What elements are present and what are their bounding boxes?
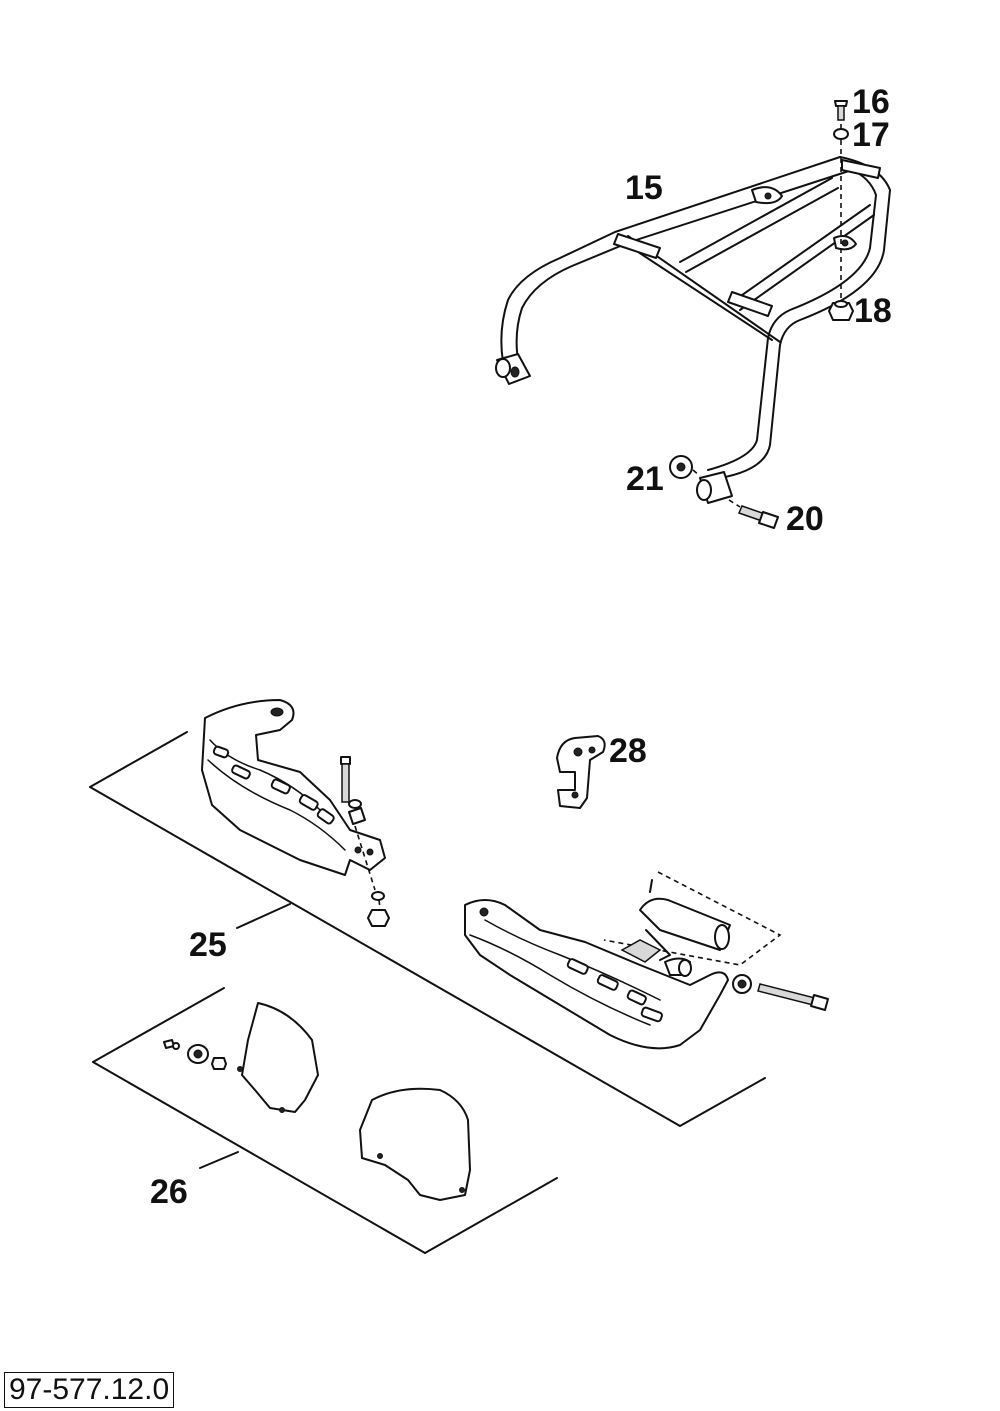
left-mount-hardware [340,756,390,927]
rear-carrier-rack [495,156,891,504]
left-handguard [201,699,386,876]
callout-16: 16 [852,83,890,121]
callout-15: 15 [625,169,663,207]
callout-18: 18 [854,292,892,330]
left-deflector [237,1002,319,1113]
leader-25 [236,903,291,929]
callout-17: 17 [852,116,890,154]
nut-18 [828,300,854,321]
screw-16 [834,100,848,121]
right-deflector [359,1087,471,1201]
deflector-hardware [163,1039,227,1070]
screw-20 [737,505,779,529]
washer-17 [833,128,849,140]
right-handguard [464,899,729,1050]
bracket-28 [556,735,606,809]
document-code: 97-577.12.0 [4,1372,175,1408]
handlebar-clamp [603,871,782,977]
callout-21: 21 [626,460,664,498]
leader-26 [199,1151,239,1169]
callout-26: 26 [150,1173,188,1211]
handguard-kit-frame [89,731,766,1127]
callout-25: 25 [189,926,227,964]
callout-20: 20 [786,500,824,538]
washer-21 [669,455,693,479]
callout-28: 28 [609,732,647,770]
deflector-kit-frame [92,987,558,1254]
right-mount-hardware [732,974,829,1011]
